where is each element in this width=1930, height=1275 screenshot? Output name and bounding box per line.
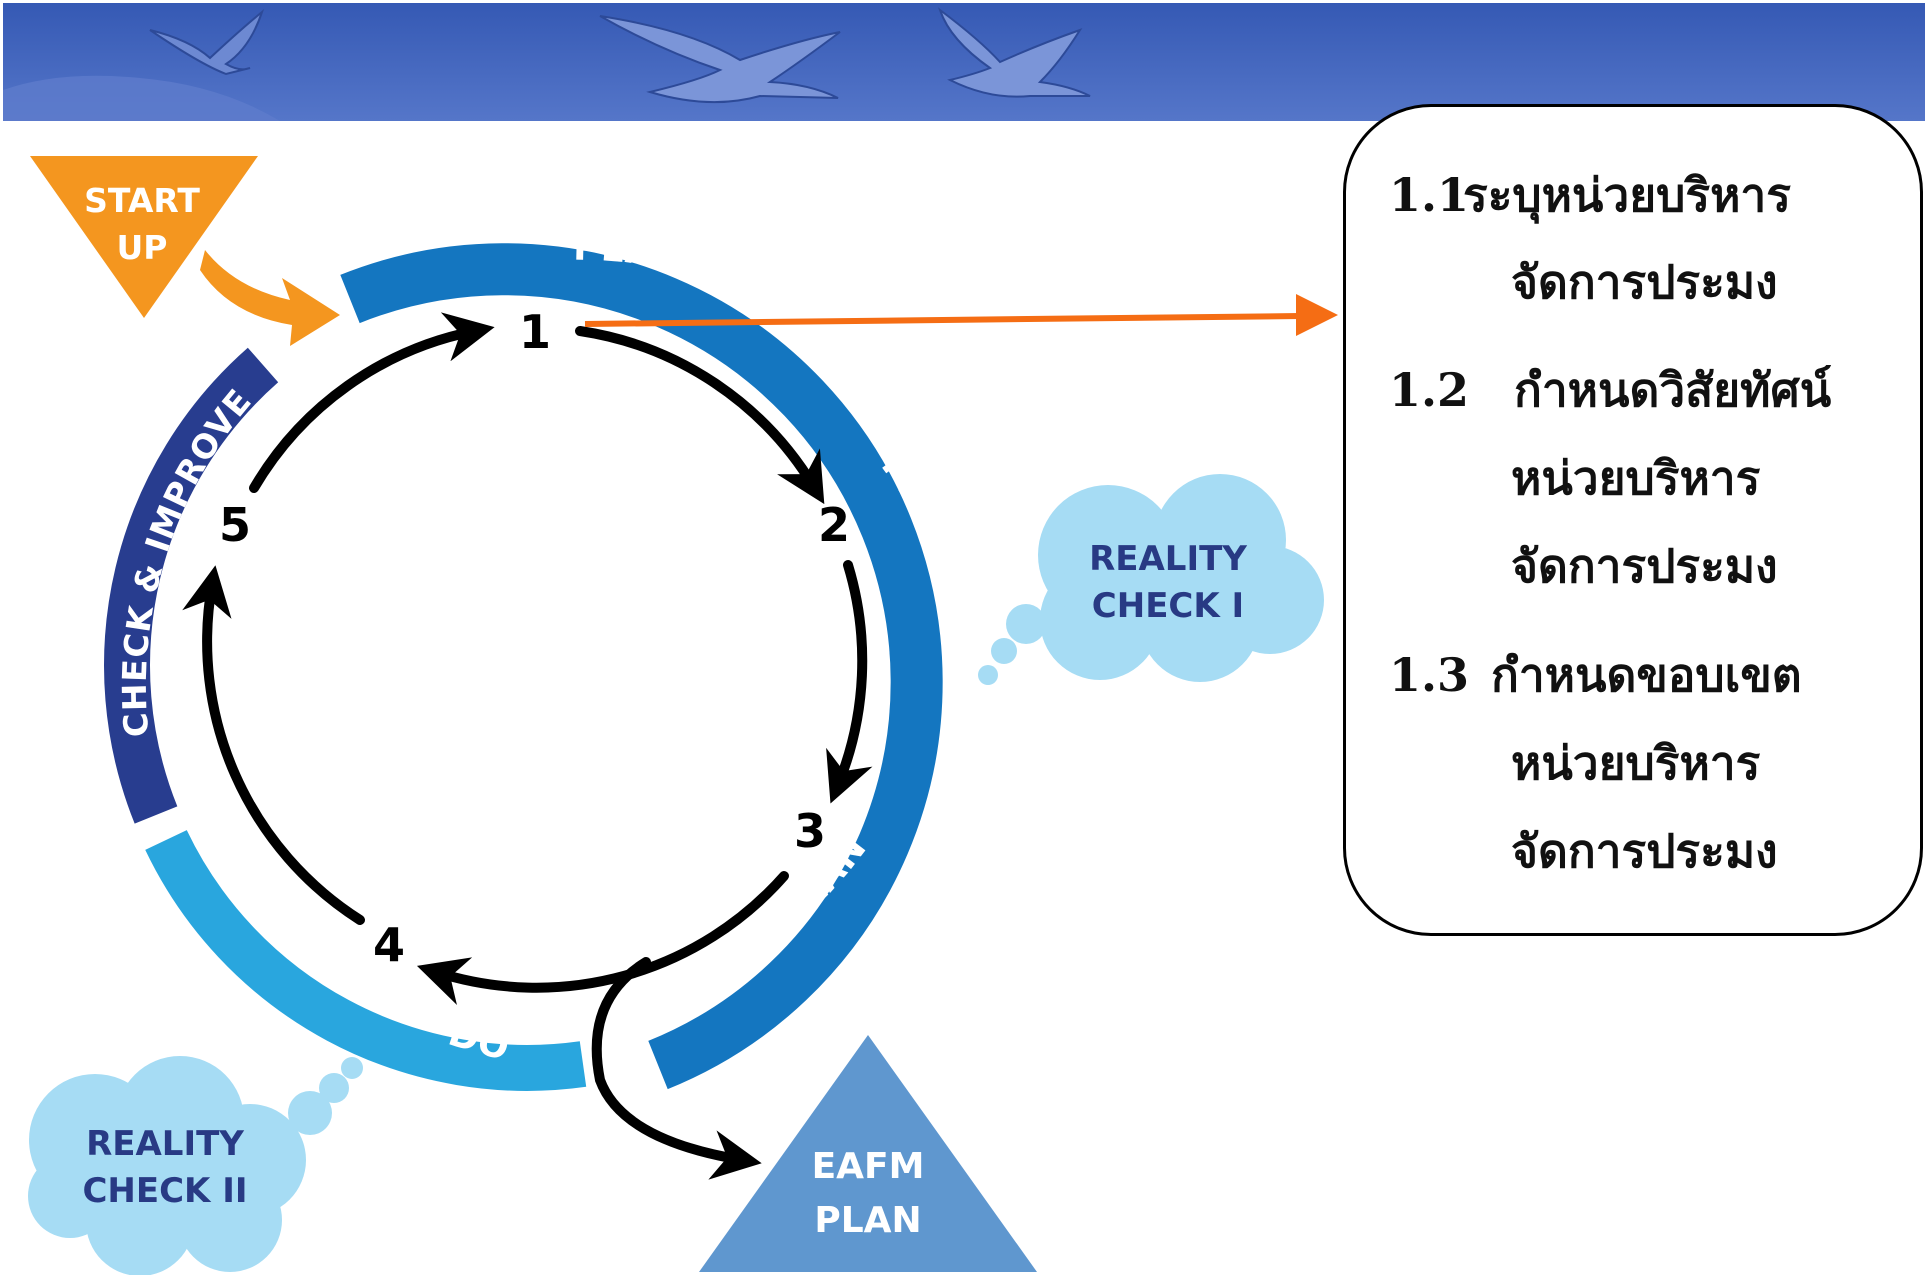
cycle-ring xyxy=(104,243,943,1091)
step-5-number: 5 xyxy=(219,498,251,552)
step-4-number: 4 xyxy=(373,918,405,972)
item-1-3-number: 1.3 xyxy=(1389,648,1470,702)
step-1-number: 1 xyxy=(519,305,551,359)
startup-label-line2: UP xyxy=(117,228,168,267)
plan-segment xyxy=(340,243,943,1090)
arrow-1-to-2 xyxy=(575,326,825,505)
reality-check-2-line2: CHECK II xyxy=(82,1171,247,1211)
do-segment xyxy=(145,830,587,1091)
eafm-plan-line2: PLAN xyxy=(814,1200,921,1241)
item-1-2-line1: กำหนดวิสัยทัศน์ xyxy=(1514,363,1832,417)
startup-label-line1: START xyxy=(84,181,200,220)
reality-check-2-cloud: REALITY CHECK II xyxy=(28,1056,363,1275)
eafm-plan-marker: EAFM PLAN xyxy=(699,1035,1037,1272)
seagull-icon xyxy=(599,15,841,104)
item-1-2-number: 1.2 xyxy=(1389,363,1470,417)
item-1-1-number: 1.1 xyxy=(1389,168,1470,222)
item-1-3-line3: จัดการประมง xyxy=(1511,824,1778,878)
step-1-details-box: 1.1 ระบุหน่วยบริหาร จัดการประมง 1.2 กำหน… xyxy=(1343,104,1923,936)
step-3-number: 3 xyxy=(794,804,826,858)
step-1-detail-arrow xyxy=(584,294,1338,336)
arrow-3-to-4 xyxy=(416,871,789,1005)
arrow-2-to-3 xyxy=(826,560,873,804)
item-1-1-line1: ระบุหน่วยบริหาร xyxy=(1463,168,1791,222)
item-1-2-line3: จัดการประมง xyxy=(1511,539,1778,593)
seagull-icon xyxy=(149,9,265,76)
startup-arrow xyxy=(200,250,340,346)
eafm-plan-line1: EAFM xyxy=(812,1146,925,1187)
item-1-3-line2: หน่วยบริหาร xyxy=(1511,736,1761,790)
reality-check-1-line2: CHECK I xyxy=(1092,586,1244,626)
arrow-5-to-1 xyxy=(249,312,495,493)
startup-marker: START UP xyxy=(30,156,258,318)
item-1-3-line1: กำหนดขอบเขต xyxy=(1491,648,1802,702)
step-numbers: 1 2 3 4 5 xyxy=(219,305,850,972)
cycle-arrows xyxy=(182,312,873,1180)
reality-check-1-cloud: REALITY CHECK I xyxy=(978,474,1324,685)
header-banner xyxy=(3,3,1925,121)
item-1-1-line2: จัดการประมง xyxy=(1511,255,1778,309)
reality-check-2-line1: REALITY xyxy=(86,1124,244,1164)
arrow-to-eafm-plan xyxy=(591,957,762,1180)
seagull-icon xyxy=(938,7,1091,98)
item-1-2-line2: หน่วยบริหาร xyxy=(1511,451,1761,505)
arrow-4-to-5 xyxy=(182,565,365,925)
step-2-number: 2 xyxy=(818,498,850,552)
check-improve-segment xyxy=(104,347,279,824)
reality-check-1-line1: REALITY xyxy=(1089,539,1247,579)
